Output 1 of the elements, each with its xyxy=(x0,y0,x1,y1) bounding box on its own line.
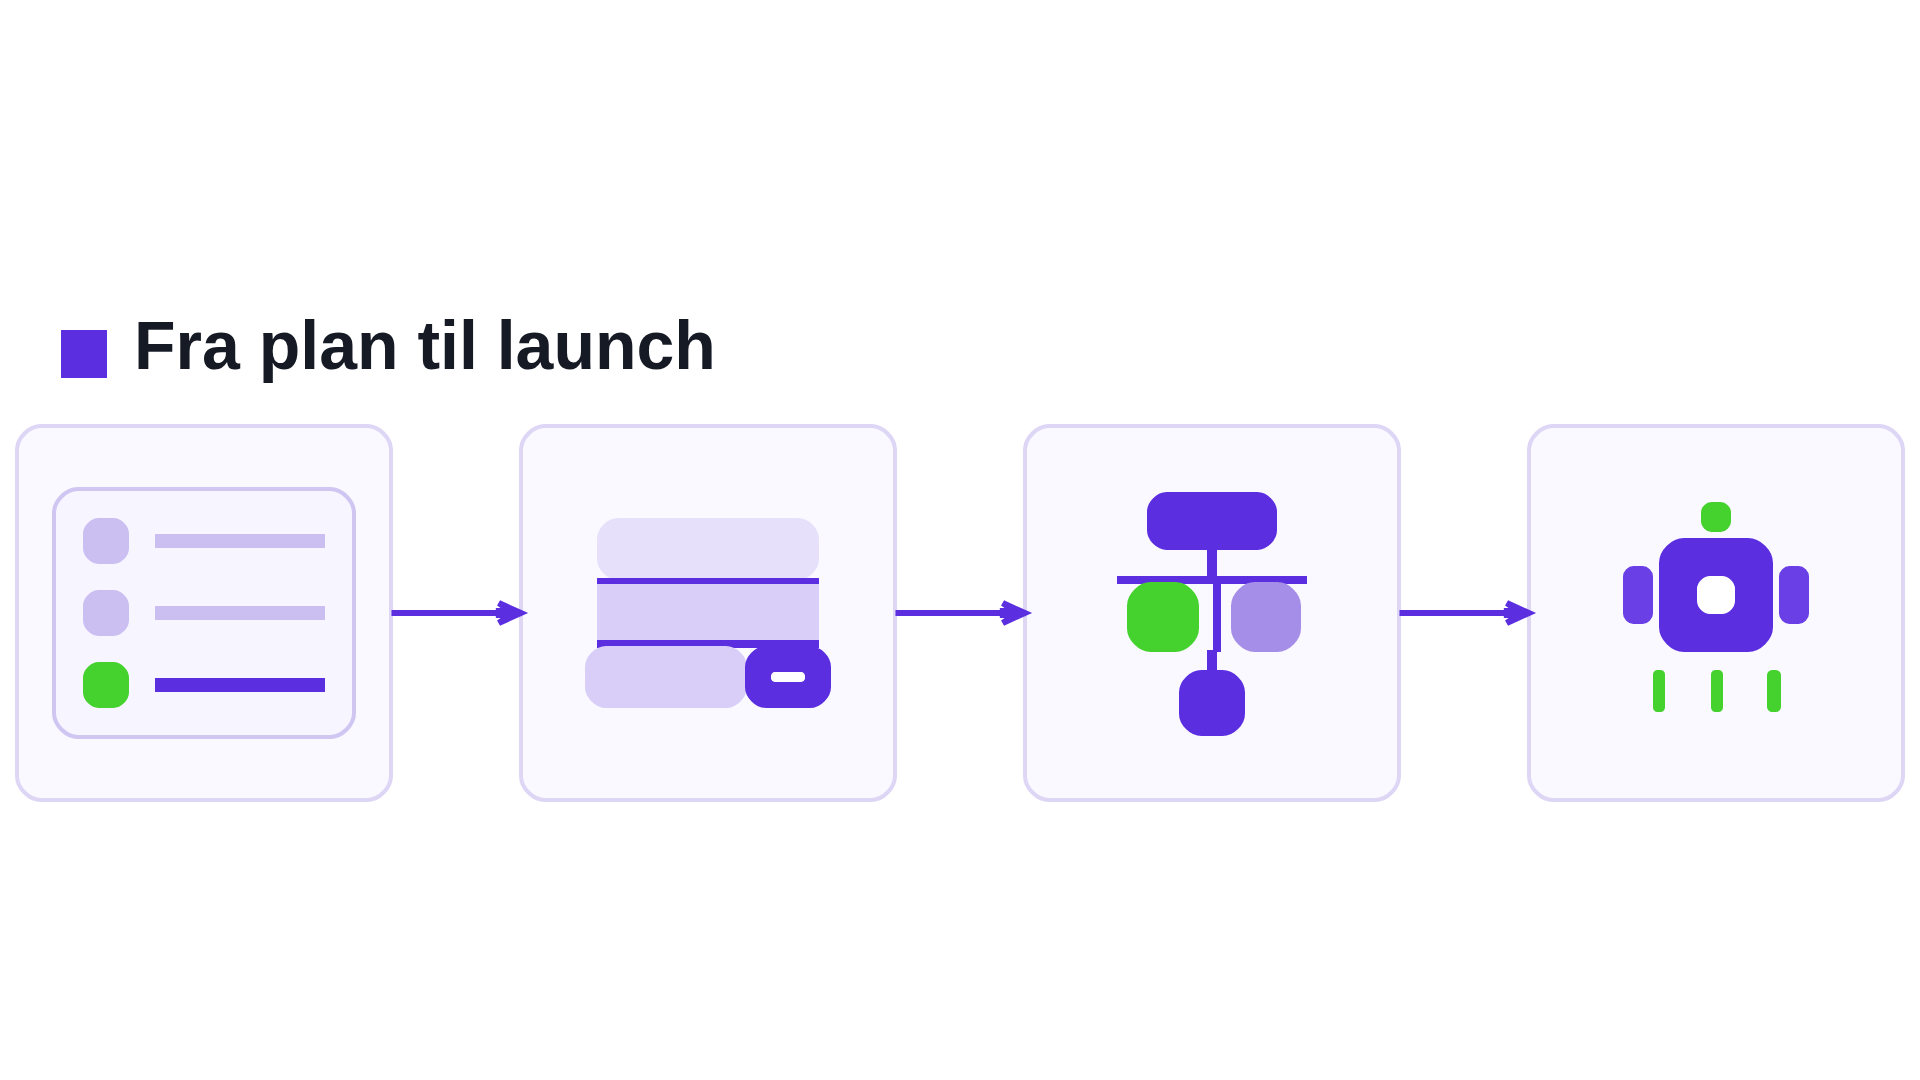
diagram-title: Fra plan til launch xyxy=(134,307,716,384)
